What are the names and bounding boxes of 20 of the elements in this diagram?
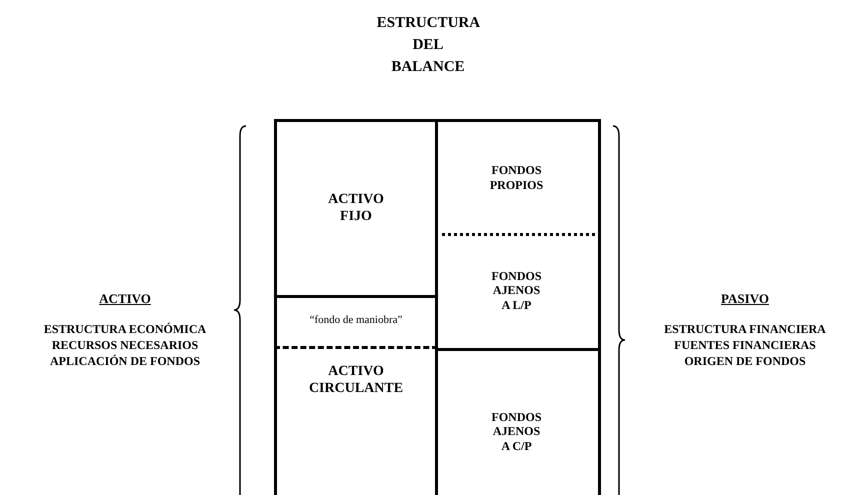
section-label: FONDOS AJENOS A L/P bbox=[490, 268, 542, 312]
side-description: APLICACIÓN DE FONDOS bbox=[48, 353, 201, 369]
side-heading: ACTIVO bbox=[98, 291, 152, 307]
balance-section bbox=[435, 233, 601, 351]
balance-section bbox=[274, 346, 438, 495]
side-description: ESTRUCTURA FINANCIERA bbox=[663, 321, 827, 337]
side-description: ORIGEN DE FONDOS bbox=[683, 353, 807, 369]
side-description: ESTRUCTURA ECONÓMICA bbox=[42, 321, 208, 337]
side-description: FUENTES FINANCIERAS bbox=[673, 337, 817, 353]
section-label: ACTIVO FIJO bbox=[327, 192, 385, 226]
balance-section bbox=[274, 295, 438, 349]
side-heading: PASIVO bbox=[720, 291, 770, 307]
balance-section bbox=[274, 119, 438, 298]
section-label: FONDOS AJENOS A C/P bbox=[490, 410, 542, 454]
side-description: RECURSOS NECESARIOS bbox=[50, 337, 200, 353]
balance-section bbox=[435, 119, 601, 236]
section-label: “fondo de maniobra” bbox=[308, 314, 404, 328]
section-label: FONDOS PROPIOS bbox=[488, 163, 544, 192]
section-label: ACTIVO CIRCULANTE bbox=[308, 364, 404, 398]
diagram-title: ESTRUCTURA DEL BALANCE bbox=[376, 14, 480, 77]
